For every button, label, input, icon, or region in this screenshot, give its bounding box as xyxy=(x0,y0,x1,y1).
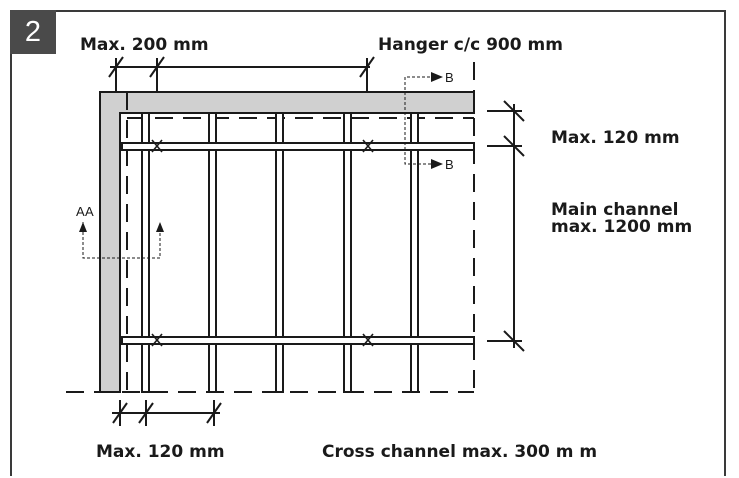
hanger-mark xyxy=(362,139,374,153)
label-max-120-right: Max. 120 mm xyxy=(551,128,680,148)
hanger-mark xyxy=(362,333,374,347)
section-label-a: A xyxy=(76,204,85,219)
section-label-b: B xyxy=(445,157,454,172)
step-number-badge: 2 xyxy=(10,10,56,54)
section-label-a: A xyxy=(85,204,94,219)
hanger-mark xyxy=(151,333,163,347)
label-hanger-spacing: Hanger c/c 900 mm xyxy=(378,35,563,55)
cross-channel xyxy=(141,112,150,393)
right-dimension-line xyxy=(487,100,525,352)
hanger-marks xyxy=(151,139,374,347)
section-b-marker xyxy=(404,72,443,169)
cross-channel xyxy=(208,112,217,393)
cross-channel xyxy=(410,112,419,393)
label-cross-channel: Cross channel max. 300 m m xyxy=(322,442,597,462)
section-label-b: B xyxy=(445,70,454,85)
cross-channel xyxy=(275,112,284,393)
main-channel xyxy=(121,142,475,151)
section-a-marker xyxy=(79,222,164,259)
main-channels xyxy=(121,142,475,345)
top-dimension-line xyxy=(108,56,375,92)
main-channel xyxy=(121,336,475,345)
label-max-120-bottom: Max. 120 mm xyxy=(96,442,225,462)
cross-channels xyxy=(141,112,419,393)
bottom-dimension-line xyxy=(112,400,222,426)
cross-channel xyxy=(343,112,352,393)
label-main-channel: Main channel xyxy=(551,200,678,220)
label-main-channel-max: max. 1200 mm xyxy=(551,217,692,237)
label-max-200: Max. 200 mm xyxy=(80,35,209,55)
hanger-mark xyxy=(151,139,163,153)
